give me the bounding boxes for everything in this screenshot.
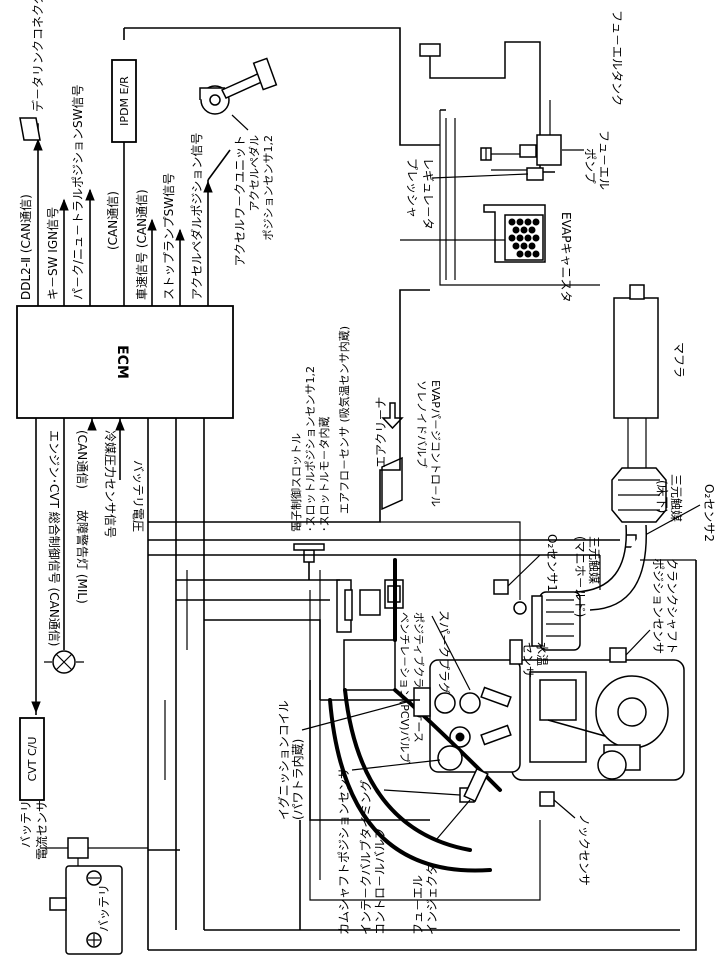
water-temp-sensor-icon	[509, 639, 523, 665]
battery-current-sensor-icon	[40, 837, 148, 859]
fuel-pump-label-2: ポンプ	[583, 148, 597, 184]
injector-leader	[435, 799, 471, 841]
data-link-label: デ－タリンクコネクタ	[30, 0, 45, 112]
o2-sensor2-label: O₂センサ2	[702, 484, 716, 542]
accel-unit-label: アクセルワ－クユニット	[233, 135, 247, 266]
signal-key-sw-label: キ－SW IGN信号	[46, 207, 60, 300]
accel-sensor-label-2: ポジションセンサ1,2	[262, 135, 275, 241]
signal-engine-cvt-label: エンジン･CVT 総合制御信号 (CAN通信)	[47, 430, 62, 646]
pcv-label-1: ポジティブクランクケース	[412, 612, 426, 743]
cvt-cu-box	[19, 717, 45, 801]
signal-can2-label: (CAN通信)	[75, 430, 89, 489]
cam-sensor-label: カムシャフトポジションセンサ	[337, 767, 351, 935]
data-link-connector-icon	[19, 117, 41, 141]
battery-current-label-2: 電流センサ	[35, 800, 49, 860]
signal-accel-label: アクセルペダルポジション信号	[189, 133, 204, 300]
signal-stop-lamp-label: ストップランプSW信号	[162, 173, 176, 300]
catalyst-manifold-label-1: 三元触媒	[587, 536, 601, 584]
battery-current-label-1: バッテリ	[19, 800, 33, 848]
fuel-tank-icon	[419, 41, 600, 286]
ignition-coil-label-1: イグニッションコイル	[277, 700, 291, 820]
catalyst-manifold-label-2: (マニホ－ルド)	[573, 536, 587, 617]
battery-icon	[49, 858, 123, 955]
ipdm-label: IPDM E/R	[118, 76, 131, 126]
mil-lamp-icon	[44, 650, 84, 674]
signal-park-neutral-label: パ－ク/ニュ－トラルポジションSW信号	[71, 84, 85, 300]
signal-speed-label: 車速信号 (CAN通信)	[135, 189, 149, 300]
pressure-regulator-label-1: プレッシャ	[405, 158, 419, 218]
cvt-cu-label: CVT C/U	[26, 737, 39, 782]
fuel-pump-label-1: フュ－エル	[597, 130, 611, 190]
water-temp-label-2: センサ	[521, 642, 535, 678]
throttle-body-icon	[293, 543, 381, 633]
signal-mil-label: 故障警告灯 (MIL)	[75, 510, 90, 604]
cam-sensor-icon	[437, 745, 463, 771]
crank-sensor-label-2: ポジションセンサ	[651, 558, 665, 654]
knock-sensor-label: ノックセンサ	[577, 814, 591, 886]
engine-block-icon	[511, 647, 685, 781]
catalyst-floor-label-1: 三元触媒	[669, 474, 683, 522]
throttle-label-1: 電子制御スロットル	[289, 433, 303, 532]
catalyst-floor-label-2: (床下)	[655, 480, 669, 513]
air-cleaner-label: エアクリ－ナ	[374, 397, 388, 468]
muffler-label: マフラ	[672, 342, 686, 378]
ivt-label-2: コントロ－ルバルブ	[372, 827, 387, 935]
o2-sensor1-label: O₂センサ1	[545, 534, 559, 592]
signal-battery-voltage-label: バッテリ電圧	[131, 460, 145, 532]
throttle-label-3: ･スロットルモ－タ内蔵	[317, 417, 331, 533]
battery-label: バッテリ	[97, 884, 111, 932]
fuel-injector-label-1: フュ－エル	[411, 875, 425, 935]
catalyst-manifold-icon	[531, 591, 581, 651]
ivt-leader	[383, 789, 461, 796]
spark-plug-label: スパ－クプラグ	[437, 610, 451, 694]
muffler-icon	[613, 284, 659, 450]
crank-sensor-label-1: クランクシャフト	[665, 558, 679, 654]
signal-can1-label: (CAN通信)	[106, 191, 120, 250]
water-temp-label-1: 水温	[535, 642, 549, 666]
evap-purge-label-2: ソレノイドバルブ	[415, 380, 429, 468]
ignition-coil-label-2: (パワトラ内蔵)	[291, 739, 305, 820]
ignition-coil-icon	[413, 687, 431, 717]
signal-ddl2-label: DDL2-Ⅱ (CAN通信)	[19, 194, 33, 300]
pcv-label-2: ベンチレ－ション(PCV)バルブ	[398, 612, 412, 763]
cam-leader	[351, 759, 441, 771]
pressure-regulator-label-2: レギュレ－タ	[421, 158, 435, 230]
exhaust-pipe	[574, 524, 647, 611]
crank-leader	[625, 629, 651, 656]
catalyst-floor-icon	[611, 450, 667, 523]
evap-canister-label: EVAPキャニスタ	[559, 212, 573, 302]
ivt-label-1: インテ－クバルブタイミング	[358, 780, 373, 935]
o2-sensor1-icon	[493, 579, 509, 595]
ipdm-box	[111, 59, 137, 143]
knock-leader	[553, 799, 576, 819]
regulator-leader	[431, 173, 529, 179]
ecm-box	[16, 305, 234, 419]
knock-sensor-icon	[539, 791, 555, 807]
ignition-coil-leader	[301, 699, 415, 731]
signal-refrigerant-label: 冷媒圧力センサ信号	[103, 430, 117, 538]
air-flow-label: エアフロ－センサ (吸気温センサ内蔵)	[337, 326, 351, 514]
accel-pedal-unit-icon	[199, 57, 278, 131]
intake-manifold-icon	[328, 558, 502, 873]
fuel-injector-label-2: インジェクタ	[425, 863, 439, 935]
accel-sensor-label-1: アクセルペダル	[247, 135, 261, 211]
ecm-label: ECM	[114, 345, 130, 379]
harness-loops	[309, 521, 696, 901]
spark-plug-leader	[431, 615, 471, 691]
evap-canister-icon	[400, 204, 546, 263]
throttle-label-2: ･スロットルポジションセンサ1,2	[304, 366, 317, 532]
fuel-tank-label: フュ－エルタンク	[610, 10, 624, 106]
fuel-injector-icon	[463, 767, 489, 803]
o2-sensor1-leader	[507, 554, 541, 587]
evap-purge-label-1: EVAPパ－ジコントロ－ル	[429, 380, 442, 507]
top-signal-lines	[28, 27, 440, 306]
